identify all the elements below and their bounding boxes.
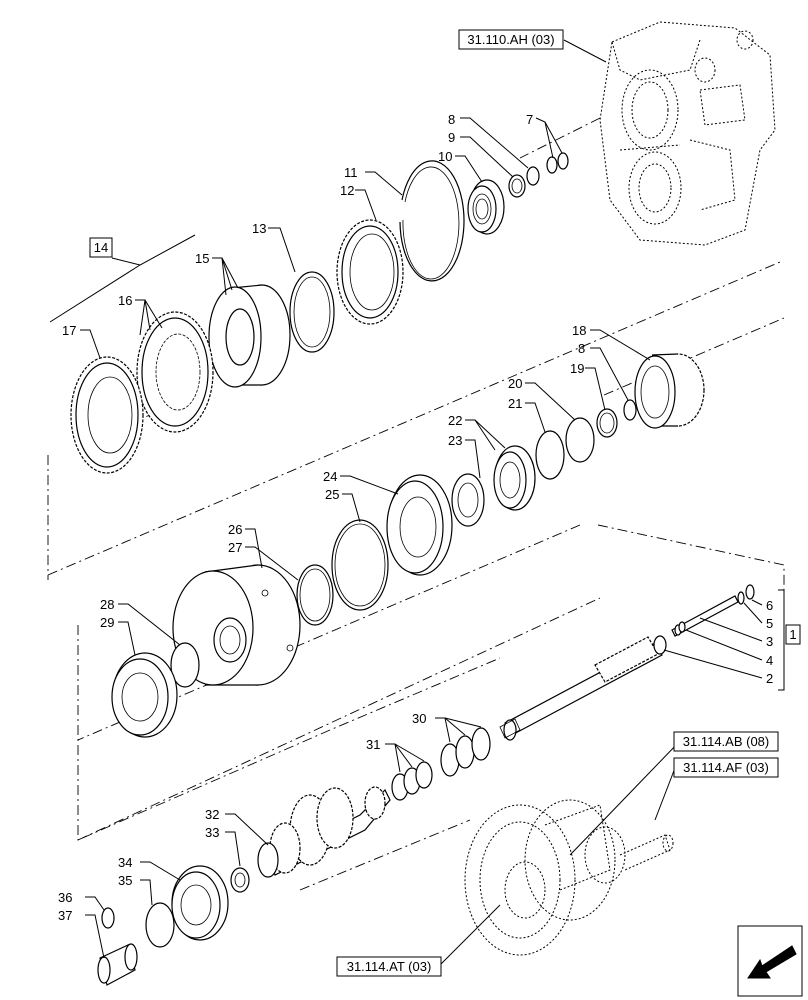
part-21-ring bbox=[535, 430, 565, 480]
callout-37: 37 bbox=[58, 908, 72, 923]
part-12-steel-plate bbox=[336, 219, 404, 325]
leader-lines bbox=[49, 39, 785, 966]
part-35-snap-ring bbox=[145, 902, 175, 948]
part-29-bearing bbox=[111, 652, 178, 738]
callout-32: 32 bbox=[205, 807, 219, 822]
callout-2: 2 bbox=[766, 671, 773, 686]
callout-31: 31 bbox=[366, 737, 380, 752]
callout-7: 7 bbox=[526, 112, 533, 127]
callout-30: 30 bbox=[412, 711, 426, 726]
part-37-sleeve bbox=[97, 943, 138, 986]
part-4-ring bbox=[678, 621, 686, 633]
ref-label-af: 31.114.AF (03) bbox=[683, 760, 769, 775]
part-9-ring bbox=[508, 174, 526, 198]
callout-16: 16 bbox=[118, 293, 132, 308]
part-7-snap-rings bbox=[546, 152, 569, 174]
callout-28: 28 bbox=[100, 597, 114, 612]
ref-box-at[interactable]: 31.114.AT (03) bbox=[336, 956, 442, 977]
part-27-seal bbox=[296, 564, 334, 626]
callout-8-top: 8 bbox=[448, 112, 455, 127]
callout-36: 36 bbox=[58, 890, 72, 905]
ref-label-at: 31.114.AT (03) bbox=[347, 959, 432, 974]
callout-29: 29 bbox=[100, 615, 114, 630]
part-5-6-rings bbox=[737, 584, 755, 605]
part-washer bbox=[451, 473, 485, 527]
gearbox-assembly bbox=[464, 799, 674, 956]
callout-17: 17 bbox=[62, 323, 76, 338]
part-25-seal bbox=[331, 519, 389, 611]
ref-box-ab[interactable]: 31.114.AB (08) bbox=[673, 731, 779, 752]
direction-arrow-icon bbox=[737, 925, 803, 997]
callout-25: 25 bbox=[325, 487, 339, 502]
callout-35: 35 bbox=[118, 873, 132, 888]
part-36-circlip bbox=[101, 907, 115, 929]
callout-22: 22 bbox=[448, 413, 462, 428]
ref-box-housing[interactable]: 31.110.AH (03) bbox=[458, 29, 564, 50]
group-box-1: 1 bbox=[785, 624, 801, 645]
group-box-14: 14 bbox=[89, 237, 113, 258]
callout-11: 11 bbox=[344, 165, 358, 180]
callout-34: 34 bbox=[118, 855, 132, 870]
callout-33: 33 bbox=[205, 825, 219, 840]
part-19-ring bbox=[596, 408, 618, 438]
callout-19: 19 bbox=[570, 361, 584, 376]
ref-label-housing: 31.110.AH (03) bbox=[467, 32, 554, 47]
transmission-housing bbox=[599, 21, 776, 246]
part-13-seal-ring bbox=[289, 271, 335, 353]
group-label-14: 14 bbox=[94, 240, 108, 255]
ref-box-af[interactable]: 31.114.AF (03) bbox=[673, 757, 779, 778]
callout-18: 18 bbox=[572, 323, 586, 338]
callout-27: 27 bbox=[228, 540, 242, 555]
part-24-piston bbox=[386, 474, 453, 576]
callout-13: 13 bbox=[252, 221, 266, 236]
part-18-gear-drum bbox=[634, 353, 705, 429]
part-16-clutch-plate bbox=[136, 311, 214, 433]
part-32-gear-shaft bbox=[257, 786, 391, 878]
part-2-main-shaft bbox=[499, 635, 667, 741]
ref-label-ab: 31.114.AB (08) bbox=[683, 734, 769, 749]
callout-24: 24 bbox=[323, 469, 337, 484]
part-28-snap-ring bbox=[170, 642, 200, 688]
part-15-friction-discs bbox=[208, 284, 291, 388]
callout-6: 6 bbox=[766, 598, 773, 613]
part-8-circlip-b bbox=[623, 399, 637, 421]
callout-15: 15 bbox=[195, 251, 209, 266]
callout-10: 10 bbox=[438, 149, 452, 164]
callout-20: 20 bbox=[508, 376, 522, 391]
callout-4: 4 bbox=[766, 653, 773, 668]
callout-5: 5 bbox=[766, 616, 773, 631]
part-33-bushing bbox=[230, 867, 250, 893]
part-8-circlip bbox=[526, 166, 540, 186]
callout-3: 3 bbox=[766, 634, 773, 649]
part-17-steel-plate bbox=[70, 356, 144, 474]
callout-23: 23 bbox=[448, 433, 462, 448]
part-10-bearing bbox=[467, 179, 505, 235]
callout-numbers: 7 8 9 10 11 12 13 15 16 17 18 8 19 20 21… bbox=[58, 112, 773, 923]
part-30-rings bbox=[440, 727, 491, 777]
group-label-1: 1 bbox=[789, 627, 796, 642]
part-22-23-bearing bbox=[493, 445, 536, 511]
part-34-bearing bbox=[171, 865, 229, 941]
part-31-rings bbox=[391, 761, 433, 801]
part-26-clutch-housing bbox=[172, 564, 301, 686]
callout-12: 12 bbox=[340, 183, 354, 198]
callout-9: 9 bbox=[448, 130, 455, 145]
callout-8-mid: 8 bbox=[578, 341, 585, 356]
callout-26: 26 bbox=[228, 522, 242, 537]
part-20-ring bbox=[565, 417, 595, 463]
part-11-snap-ring bbox=[399, 160, 465, 282]
callout-21: 21 bbox=[508, 396, 522, 411]
